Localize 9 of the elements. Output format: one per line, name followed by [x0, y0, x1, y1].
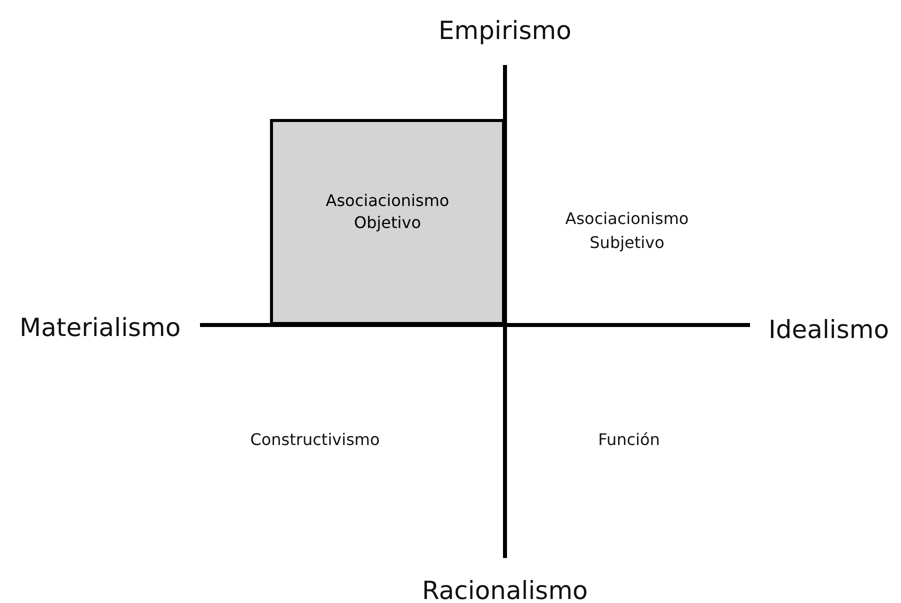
quadrant-label: Asociacionismo Objetivo	[324, 190, 450, 234]
axis-label: Materialismo	[20, 312, 181, 342]
quadrant-label: Constructivismo	[249, 429, 381, 451]
shaded-quadrant-box	[270, 119, 505, 325]
quadrant-label: Asociacionismo Subjetivo	[564, 208, 690, 254]
quadrant-label: Función	[597, 429, 661, 451]
axis-label: Racionalismo	[422, 576, 588, 603]
axis-label: Empirismo	[438, 16, 572, 44]
axis-label: Idealismo	[768, 314, 890, 344]
